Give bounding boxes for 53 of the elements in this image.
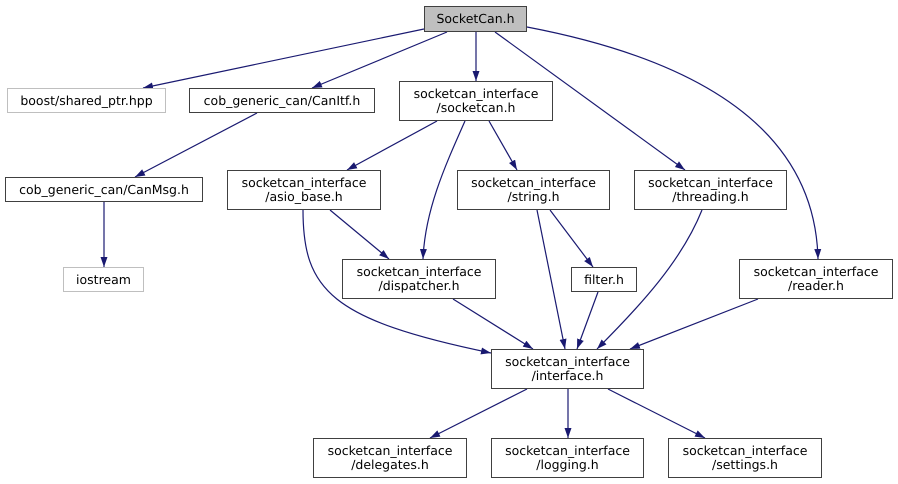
file-name: socketcan_interface /threading.h [647,176,774,204]
file-node [739,259,893,299]
file-name: filter.h [584,272,624,286]
file-name: socketcan_interface /reader.h [752,265,880,293]
file-name: SocketCan.h [436,12,515,26]
include-arrow [430,388,528,439]
include-arrow [302,210,492,354]
file-node [399,81,553,121]
file-node [189,88,375,113]
include-arrow [564,389,572,438]
include-arrow [536,210,566,350]
file-node [668,438,822,478]
file-name: socketcan_interface /logging.h [504,444,631,472]
file-name: socketcan_interface /dispatcher.h [356,265,482,293]
include-arrow [608,388,706,439]
file-name: cob_generic_can/CanMsg.h [19,182,189,196]
include-arrow [488,120,518,170]
include-arrow [330,210,390,260]
file-name: socketcan_interface /interface.h [504,355,631,383]
include-arrow [630,298,758,350]
file-node [571,267,637,292]
include-arrow [526,26,820,260]
file-name: cob_generic_can/CanItf.h [204,94,360,108]
file-name: socketcan_interface /asio_base.h [240,176,368,204]
include-arrow [100,202,108,267]
file-node [491,438,644,478]
file-node [5,177,203,202]
include-arrow [576,292,599,350]
file-name: iostream [76,272,131,286]
file-name: boost/shared_ptr.hpp [20,94,153,108]
include-arrow [312,31,448,89]
include-arrow [472,32,480,81]
file-node [457,170,610,210]
include-arrow [346,120,438,171]
file-node [634,170,787,210]
include-arrow [134,112,258,178]
file-name: socketcan_interface /string.h [470,176,597,204]
include-arrow [494,32,686,170]
file-name: socketcan_interface /socketcan.h [412,87,540,115]
include-arrow [596,210,703,350]
file-node [63,267,144,292]
file-node [491,349,644,389]
file-node [342,259,496,299]
file-node [424,6,527,32]
include-arrow [452,298,534,350]
include-arrow [142,28,424,90]
include-arrow [550,210,594,268]
file-node [7,88,166,113]
file-node [227,170,381,210]
file-name: socketcan_interface /delegates.h [326,444,454,472]
file-name: socketcan_interface /settings.h [682,444,808,472]
include-arrow [420,120,466,260]
file-node [313,438,467,478]
